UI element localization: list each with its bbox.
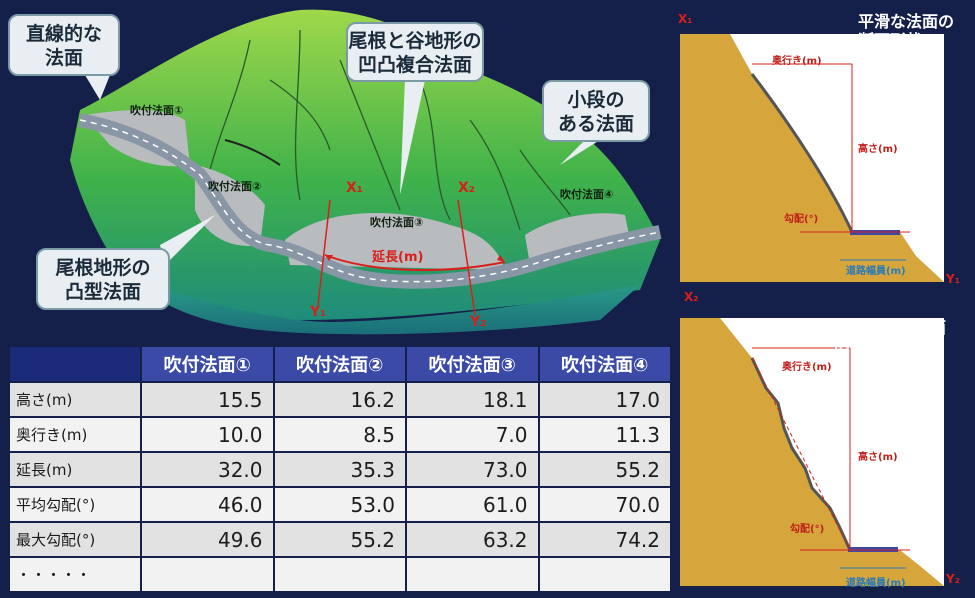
rough-section-title: 凹凸のある法面 の断面形状 bbox=[834, 318, 947, 356]
table-cell: 35.3 bbox=[272, 451, 407, 488]
mountain-base bbox=[120, 270, 640, 335]
callout-small-step-slope: 小段の ある法面 bbox=[542, 80, 650, 142]
table-cell bbox=[272, 556, 407, 593]
slope-label-3: 吹付法面③ bbox=[370, 216, 424, 229]
smooth-x-label: X₁ bbox=[678, 12, 693, 26]
rough-x-label: X₂ bbox=[684, 290, 699, 304]
smooth-y-label: Y₁ bbox=[946, 272, 960, 286]
table-cell: 46.0 bbox=[140, 486, 275, 523]
slope-label-2: 吹付法面② bbox=[208, 180, 262, 193]
rough-depth-label: 奥行き(m) bbox=[782, 362, 832, 373]
smooth-height-label: 高さ(m) bbox=[858, 144, 898, 155]
smooth-ground bbox=[680, 34, 944, 282]
table-cell: 17.0 bbox=[537, 381, 672, 418]
table-cell: 32.0 bbox=[140, 451, 275, 488]
table-header-blank bbox=[8, 345, 142, 383]
scarp-mark bbox=[224, 139, 281, 166]
slope-3-area bbox=[285, 213, 505, 270]
smooth-slope-face bbox=[750, 73, 854, 233]
landscape-illustration bbox=[70, 9, 662, 335]
rough-road-width-label: 道路幅員(m) bbox=[846, 578, 906, 589]
smooth-section-title: 平滑な法面の 断面形状 bbox=[858, 12, 955, 50]
table-cell bbox=[405, 556, 540, 593]
table-cell: 16.2 bbox=[272, 381, 407, 418]
marker-y2: Y₂ bbox=[470, 314, 487, 330]
marker-x1: X₁ bbox=[346, 180, 363, 196]
rough-height-label: 高さ(m) bbox=[858, 452, 898, 463]
table-row: 奥行き(m) 10.0 8.5 7.0 11.3 bbox=[8, 416, 672, 453]
marker-y1: Y₁ bbox=[310, 304, 327, 320]
rough-gradient-label: 勾配(°) bbox=[790, 524, 825, 535]
slope-label-1: 吹付法面① bbox=[130, 104, 184, 117]
table-cell: 55.2 bbox=[537, 451, 672, 488]
table-cell: 15.5 bbox=[140, 381, 275, 418]
table-row: 高さ(m) 15.5 16.2 18.1 17.0 bbox=[8, 381, 672, 418]
row-label: 最大勾配(°) bbox=[8, 521, 142, 558]
rough-ground bbox=[680, 318, 944, 586]
table-header: 吹付法面② bbox=[272, 345, 407, 383]
callout-ridge-convex-slope: 尾根地形の 凸型法面 bbox=[36, 248, 170, 310]
table-cell: 63.2 bbox=[405, 521, 540, 558]
rough-y-label: Y₂ bbox=[946, 572, 960, 586]
mountain-body bbox=[70, 9, 660, 320]
callout-straight-slope: 直線的な 法面 bbox=[8, 14, 120, 76]
table-cell: 7.0 bbox=[405, 416, 540, 453]
table-cell bbox=[537, 556, 672, 593]
extension-arrow bbox=[324, 254, 506, 272]
table-cell: 49.6 bbox=[140, 521, 275, 558]
table-row: 延長(m) 32.0 35.3 73.0 55.2 bbox=[8, 451, 672, 488]
callout-ridge-valley-slope: 尾根と谷地形の 凹凸複合法面 bbox=[346, 22, 484, 82]
table-cell bbox=[140, 556, 275, 593]
table-row: ・・・・・ bbox=[8, 556, 672, 593]
smooth-section-diagram bbox=[680, 34, 944, 282]
table-cell: 53.0 bbox=[272, 486, 407, 523]
row-label: 高さ(m) bbox=[8, 381, 142, 418]
table-cell: 70.0 bbox=[537, 486, 672, 523]
table-header: 吹付法面③ bbox=[405, 345, 540, 383]
slope-spec-table: 吹付法面① 吹付法面② 吹付法面③ 吹付法面④ 高さ(m) 15.5 16.2 … bbox=[8, 345, 672, 593]
table-row: 最大勾配(°) 49.6 55.2 63.2 74.2 bbox=[8, 521, 672, 558]
slope-label-4: 吹付法面④ bbox=[560, 188, 614, 201]
table-header: 吹付法面① bbox=[140, 345, 275, 383]
table-cell: 55.2 bbox=[272, 521, 407, 558]
table-cell: 73.0 bbox=[405, 451, 540, 488]
section-line-1 bbox=[317, 199, 331, 306]
table-header-row: 吹付法面① 吹付法面② 吹付法面③ 吹付法面④ bbox=[8, 345, 672, 383]
smooth-gradient-label: 勾配(°) bbox=[784, 214, 819, 225]
table-cell: 11.3 bbox=[537, 416, 672, 453]
table-cell: 61.0 bbox=[405, 486, 540, 523]
section-line-2 bbox=[457, 199, 476, 316]
row-label: 平均勾配(°) bbox=[8, 486, 142, 523]
smooth-depth-label: 奥行き(m) bbox=[772, 56, 822, 67]
extension-label: 延長(m) bbox=[372, 250, 424, 265]
table-row: 平均勾配(°) 46.0 53.0 61.0 70.0 bbox=[8, 486, 672, 523]
table-header: 吹付法面④ bbox=[537, 345, 672, 383]
row-label: 奥行き(m) bbox=[8, 416, 142, 453]
row-label: ・・・・・ bbox=[8, 556, 142, 593]
table-cell: 10.0 bbox=[140, 416, 275, 453]
smooth-road-width-label: 道路幅員(m) bbox=[846, 266, 906, 277]
rough-slope-face bbox=[750, 357, 852, 551]
rough-section-diagram bbox=[680, 318, 944, 586]
table-cell: 8.5 bbox=[272, 416, 407, 453]
marker-x2: X₂ bbox=[458, 180, 475, 196]
row-label: 延長(m) bbox=[8, 451, 142, 488]
table-cell: 74.2 bbox=[537, 521, 672, 558]
table-cell: 18.1 bbox=[405, 381, 540, 418]
